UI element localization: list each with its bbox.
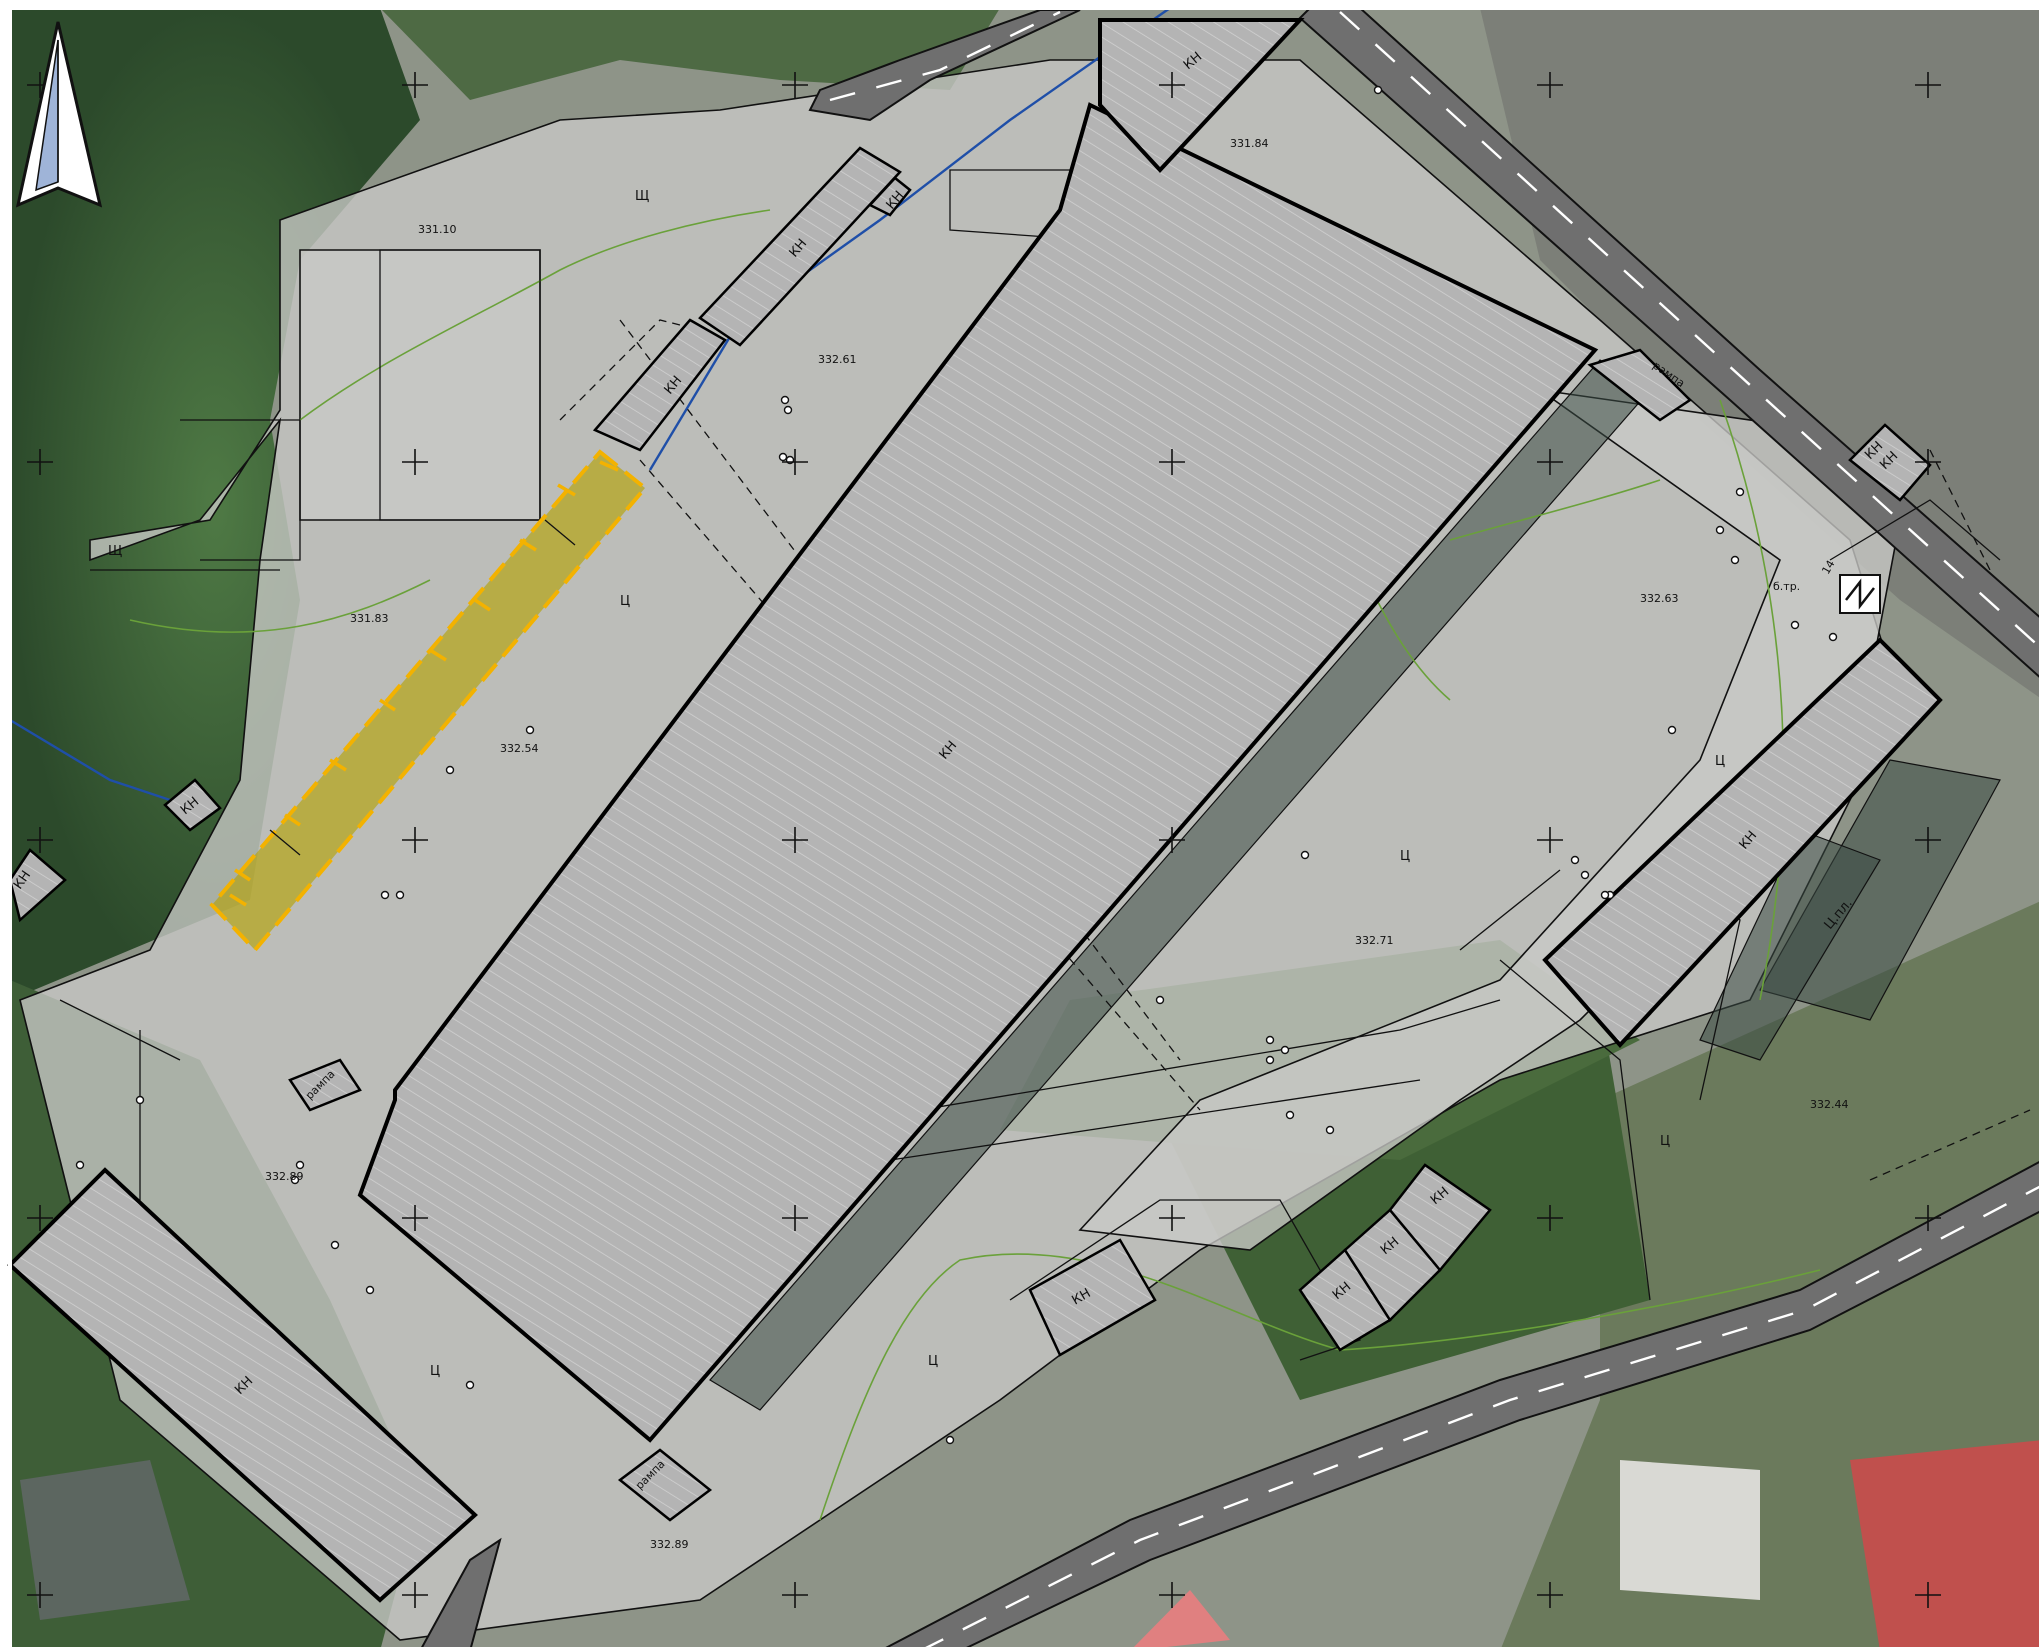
label-surface: Ц xyxy=(1400,849,1410,864)
highlighted-plot[interactable] xyxy=(209,449,648,953)
grid-cross xyxy=(1537,1205,1563,1231)
label-elevation: 332.44 xyxy=(1810,1098,1849,1111)
grid-cross xyxy=(1159,449,1185,475)
grid-cross xyxy=(402,827,428,853)
grid-cross xyxy=(27,1582,53,1608)
grid-cross xyxy=(402,72,428,98)
building-nw-1 xyxy=(698,146,902,347)
label-elevation: 331.10 xyxy=(418,223,457,236)
ramp-ne xyxy=(1587,348,1692,422)
label-surface: Ц xyxy=(1715,754,1725,769)
north-arrow-icon xyxy=(15,21,103,208)
building-west-small xyxy=(8,848,67,923)
label-surface: Ц xyxy=(928,1354,938,1369)
label-surface: Ц xyxy=(430,1364,440,1379)
label-misc: б.тр. xyxy=(1773,580,1800,593)
label-misc: 14 xyxy=(1819,558,1837,577)
ramp-south xyxy=(617,1448,713,1522)
building-nw-2 xyxy=(592,318,727,452)
label-elevation: 332.89 xyxy=(650,1538,689,1551)
lightning-icon xyxy=(1845,578,1875,610)
grid-cross xyxy=(27,1205,53,1231)
grid-cross xyxy=(1159,72,1185,98)
roads xyxy=(418,7,2043,1651)
label-elevation: 332.63 xyxy=(1640,592,1679,605)
grid-cross xyxy=(402,449,428,475)
coordinate-grid xyxy=(27,72,1941,1608)
utility-poles xyxy=(75,85,1838,1445)
grid-cross xyxy=(1537,72,1563,98)
label-elevation: 331.84 xyxy=(1230,137,1269,150)
label-surface: Щ xyxy=(635,189,649,204)
grid-cross xyxy=(1915,449,1941,475)
water-pipe xyxy=(648,7,1171,471)
building-south-1 xyxy=(1028,1238,1157,1357)
main-warehouse xyxy=(357,102,1599,1443)
grid-cross xyxy=(1159,1582,1185,1608)
grid-cross xyxy=(402,1582,428,1608)
map-frame xyxy=(8,6,2043,1651)
building-nw-3 xyxy=(867,176,912,217)
label-elevation: 332.71 xyxy=(1355,934,1394,947)
building-south-4 xyxy=(1388,1163,1492,1272)
utility-pipes xyxy=(9,7,1171,802)
road-north xyxy=(808,9,1081,122)
grid-cross xyxy=(782,1582,808,1608)
road-east xyxy=(1298,7,2043,682)
grid-cross xyxy=(27,827,53,853)
grid-cross xyxy=(402,1205,428,1231)
road-southwest xyxy=(418,1537,502,1651)
building-west-box xyxy=(163,778,222,832)
label-elevation: 332.89 xyxy=(265,1170,304,1183)
label-surface: Ц xyxy=(620,594,630,609)
building-north xyxy=(1098,18,1305,173)
label-elevation: 332.61 xyxy=(818,353,857,366)
ramp-west xyxy=(288,1058,362,1112)
grid-cross xyxy=(782,72,808,98)
label-surface: Ц xyxy=(1660,1134,1670,1149)
grid-cross xyxy=(1537,1582,1563,1608)
label-surface: Щ xyxy=(108,544,122,559)
label-elevation: 331.83 xyxy=(350,612,389,625)
building-southwest xyxy=(7,1167,478,1603)
building-ne-small xyxy=(1848,423,1932,502)
grid-cross xyxy=(1537,827,1563,853)
grid-cross xyxy=(27,449,53,475)
grid-cross xyxy=(1915,827,1941,853)
grid-cross xyxy=(1537,449,1563,475)
grid-cross xyxy=(1915,1205,1941,1231)
grid-cross xyxy=(1159,1205,1185,1231)
road-south xyxy=(879,1158,2043,1651)
buildings xyxy=(7,18,1943,1603)
building-east xyxy=(1542,637,1943,1048)
grid-cross xyxy=(782,1205,808,1231)
grid-cross xyxy=(782,827,808,853)
grid-cross xyxy=(782,449,808,475)
label-elevation: 332.54 xyxy=(500,742,539,755)
grid-cross xyxy=(1159,827,1185,853)
grid-cross xyxy=(1915,72,1941,98)
grid-cross xyxy=(1915,1582,1941,1608)
